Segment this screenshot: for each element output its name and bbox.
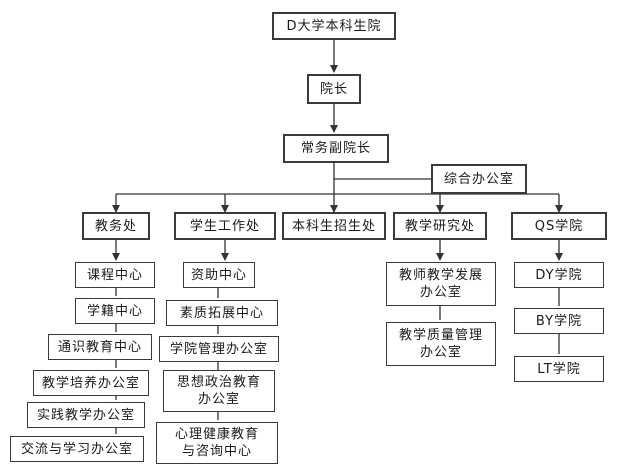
unit-exchange-study-office: 交流与学习办公室 (10, 436, 144, 462)
unit-teaching-cultivation-office: 教学培养办公室 (33, 370, 149, 396)
unit-by-college: BY学院 (514, 308, 604, 334)
dept-academic-affairs: 教务处 (82, 212, 150, 240)
unit-registry-center: 学籍中心 (75, 298, 155, 324)
dept-admissions: 本科生招生处 (282, 212, 386, 240)
dept-qs-college: QS学院 (511, 212, 607, 240)
dean-node: 院长 (307, 74, 361, 104)
unit-college-management-office: 学院管理办公室 (159, 336, 279, 362)
unit-general-education-center: 通识教育中心 (48, 334, 152, 360)
unit-course-center: 课程中心 (75, 262, 155, 288)
root-node: D大学本科生院 (272, 12, 396, 40)
unit-financial-aid-center: 资助中心 (183, 262, 255, 288)
executive-vice-dean-node: 常务副院长 (283, 134, 389, 163)
dept-student-affairs: 学生工作处 (174, 212, 276, 240)
dept-teaching-research: 教学研究处 (393, 212, 487, 240)
unit-ideological-education-office: 思想政治教育 办公室 (163, 370, 275, 412)
unit-faculty-development-office: 教师教学发展 办公室 (386, 262, 496, 306)
unit-mental-health-center: 心理健康教育 与咨询中心 (156, 422, 278, 464)
unit-quality-management-office: 教学质量管理 办公室 (386, 322, 496, 366)
unit-lt-college: LT学院 (514, 356, 604, 382)
unit-quality-development-center: 素质拓展中心 (166, 300, 278, 326)
unit-practice-teaching-office: 实践教学办公室 (27, 402, 145, 428)
unit-dy-college: DY学院 (514, 262, 604, 288)
general-office-node: 综合办公室 (431, 164, 527, 194)
